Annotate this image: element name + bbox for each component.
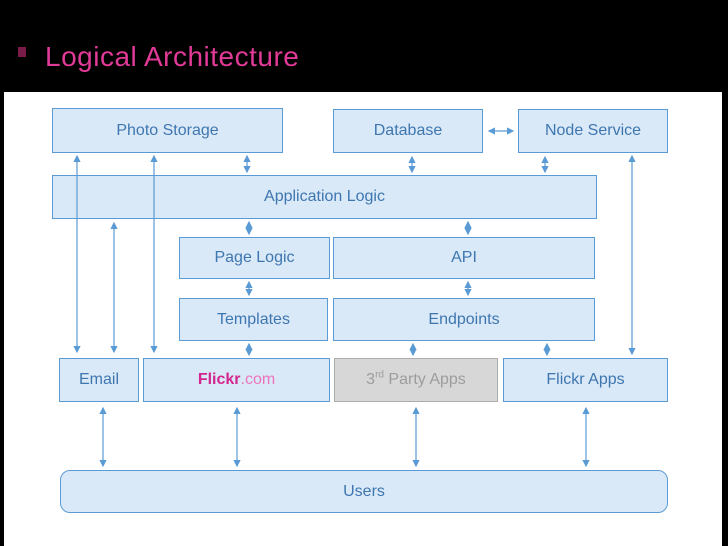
box-templates: Templates [179, 298, 328, 341]
box-application-logic: Application Logic [52, 175, 597, 219]
box-email-label: Email [78, 371, 119, 388]
box-node-service-label: Node Service [544, 122, 642, 139]
box-photo-storage-label: Photo Storage [116, 121, 219, 139]
box-page-logic-label: Page Logic [214, 249, 295, 266]
third-party-superscript: rd [375, 369, 384, 381]
box-flickr-apps: Flickr Apps [503, 358, 668, 402]
box-flickr-com: Flickr.com [143, 358, 330, 402]
box-photo-storage: Photo Storage [52, 108, 283, 153]
box-api: API [333, 237, 595, 279]
slide-title: Logical Architecture [45, 41, 300, 72]
box-database: Database [333, 109, 483, 153]
box-endpoints-label: Endpoints [428, 310, 500, 328]
box-application-logic-label: Application Logic [264, 188, 385, 205]
box-database-label: Database [373, 122, 443, 139]
box-email: Email [59, 358, 139, 402]
box-api-label: API [451, 249, 477, 266]
box-users: Users [60, 470, 668, 513]
box-page-logic: Page Logic [179, 237, 330, 279]
box-third-party-apps: 3rd Party Apps [334, 358, 498, 402]
flickr-suffix-text: .com [240, 371, 276, 388]
box-endpoints: Endpoints [333, 298, 595, 341]
third-party-prefix: 3 [366, 371, 376, 388]
flickr-brand-text: Flickr [197, 371, 241, 388]
box-templates-label: Templates [217, 310, 290, 328]
title-accent-square [18, 47, 26, 57]
box-flickr-apps-label: Flickr Apps [546, 371, 625, 388]
box-users-label: Users [343, 482, 385, 500]
box-third-party-apps-label: 3rd Party Apps [366, 369, 466, 389]
box-node-service: Node Service [518, 109, 668, 153]
third-party-rest: Party Apps [383, 371, 466, 388]
